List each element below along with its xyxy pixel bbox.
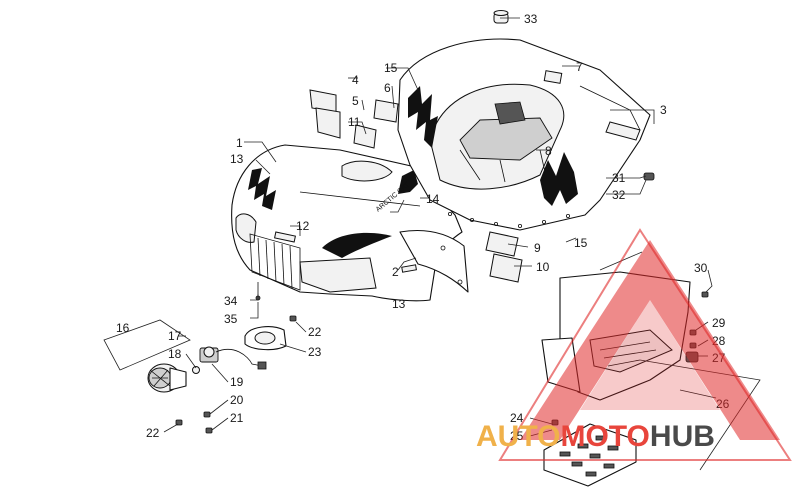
footrest-plate	[543, 423, 637, 487]
callout-label: 16	[116, 321, 130, 335]
callout-label: 29	[712, 316, 726, 330]
callout-label: 7	[576, 60, 583, 74]
callout-label: 13	[392, 297, 406, 311]
callout-label: 22	[308, 325, 322, 339]
callout-label: 30	[694, 261, 708, 275]
watermark-prefix: AUTO	[476, 420, 560, 453]
callout-label: 8	[545, 144, 552, 158]
callout-label: 31	[612, 171, 626, 185]
cap-part-33	[493, 10, 509, 24]
callout-label: 4	[352, 73, 359, 87]
callout-label: 17	[168, 329, 182, 343]
callout-label: 3	[660, 103, 667, 117]
rear-body-panel	[397, 38, 651, 231]
callout-label: 35	[224, 312, 238, 326]
callout-label: 15	[384, 61, 398, 75]
callout-label: 5	[352, 94, 359, 108]
callout-label: 13	[230, 152, 244, 166]
callout-label: 18	[168, 347, 182, 361]
decal-sheets	[309, 89, 523, 283]
lens-part-23	[244, 326, 287, 351]
callout-label: 15	[574, 236, 588, 250]
callout-label: 12	[296, 219, 310, 233]
watermark-suffix: HUB	[650, 420, 715, 453]
callout-label: 21	[230, 411, 244, 425]
callout-label: 2	[392, 265, 399, 279]
callout-labels: 1 2 3 4 5 6 7 8 9 10 11 12 13 13 14 15 1…	[116, 12, 730, 443]
watermark-middle: MOTO	[560, 420, 649, 453]
callout-label: 20	[230, 393, 244, 407]
callout-label: 14	[426, 192, 440, 206]
callout-label: 34	[224, 294, 238, 308]
callout-label: 24	[510, 411, 524, 425]
callout-label: 32	[612, 188, 626, 202]
watermark-text: AUTOMOTOHUB	[476, 420, 715, 453]
callout-label: 1	[236, 136, 243, 150]
headlight-assembly	[147, 346, 267, 393]
callout-label: 9	[534, 241, 541, 255]
callout-label: 33	[524, 12, 538, 26]
callout-label: 11	[348, 115, 361, 129]
callout-label: 19	[230, 375, 244, 389]
callout-label: 22	[146, 426, 160, 440]
watermark-logo	[498, 228, 792, 461]
callout-label: 6	[384, 81, 391, 95]
callout-label: 23	[308, 345, 322, 359]
bulb-socket-19	[199, 346, 267, 370]
callout-label: 10	[536, 260, 550, 274]
